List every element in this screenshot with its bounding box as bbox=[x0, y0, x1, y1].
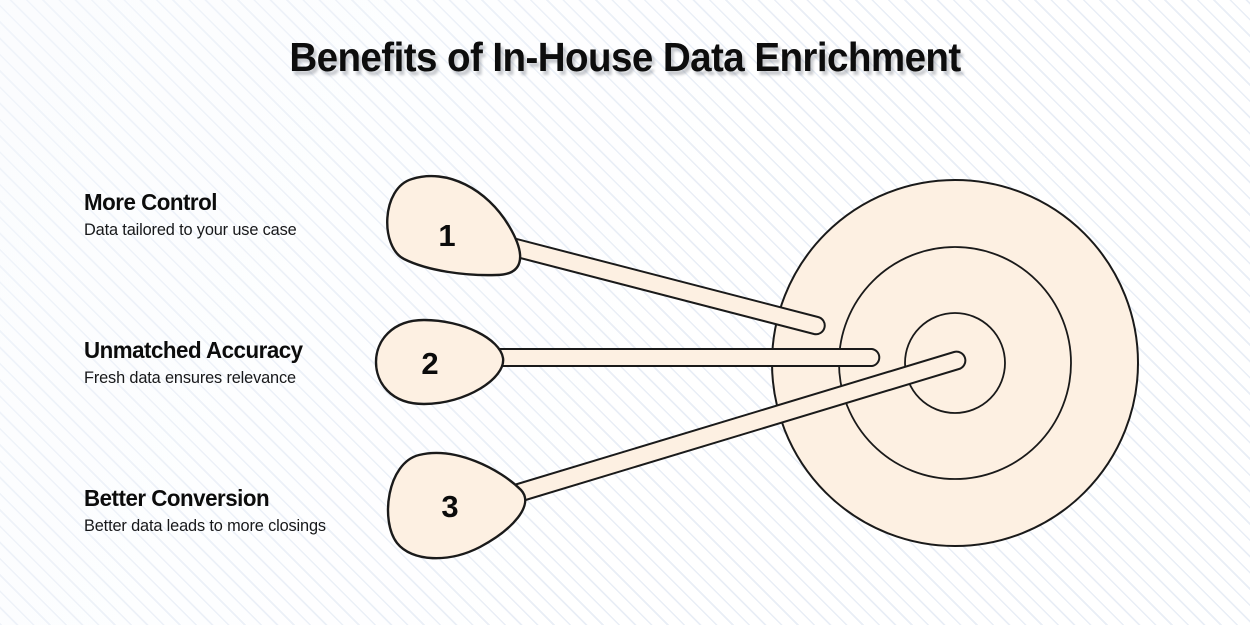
dart-number-2: 2 bbox=[421, 346, 438, 381]
dart-number-3: 3 bbox=[441, 489, 458, 524]
dart-2: 2 bbox=[374, 318, 881, 406]
dart-head-1 bbox=[386, 174, 522, 277]
benefit-heading-3: Better Conversion bbox=[84, 485, 270, 511]
benefit-heading-1: More Control bbox=[84, 189, 217, 215]
benefit-text-2: Unmatched Accuracy Fresh data ensures re… bbox=[84, 338, 309, 388]
dart-head-2 bbox=[374, 318, 505, 406]
dart-3: 3 bbox=[386, 350, 967, 560]
dart-head-3 bbox=[386, 451, 527, 560]
benefit-subtitle-3: Better data leads to more closings bbox=[84, 516, 326, 535]
benefit-subtitle-2: Fresh data ensures relevance bbox=[84, 368, 296, 387]
benefit-heading-2: Unmatched Accuracy bbox=[84, 337, 303, 363]
page-title: Benefits of In-House Data Enrichment bbox=[289, 34, 961, 80]
dart-number-1: 1 bbox=[438, 218, 455, 253]
dart-shaft-2 bbox=[488, 348, 881, 367]
dart-shaft-1 bbox=[493, 234, 826, 336]
benefit-text-3: Better Conversion Better data leads to m… bbox=[84, 486, 328, 536]
dart-1: 1 bbox=[386, 174, 826, 336]
benefit-subtitle-1: Data tailored to your use case bbox=[84, 220, 297, 239]
benefit-text-1: More Control Data tailored to your use c… bbox=[84, 190, 299, 240]
